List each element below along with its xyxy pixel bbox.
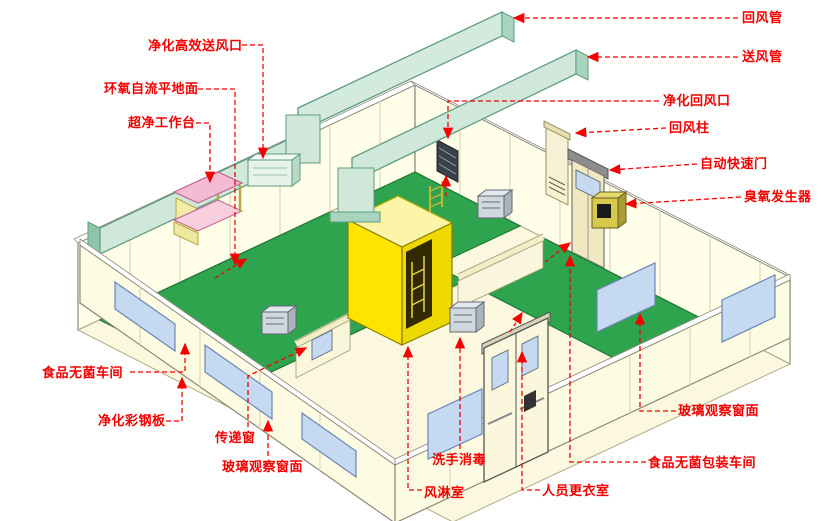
front-walls (79, 238, 791, 521)
window-shape (721, 274, 776, 343)
label-food-sterile-workshop: 食品无菌车间 (42, 365, 124, 380)
airflow-arrows (214, 174, 572, 333)
label-observation-window-left: 玻璃观察窗面 (222, 459, 304, 474)
label-automatic-rapid-door: 自动快速门 (700, 156, 768, 171)
leader-hepa-supply-outlet (242, 44, 269, 160)
leader-food-workshop (130, 342, 191, 373)
label-staff-changing-room: 人员更衣室 (542, 483, 610, 498)
leader-packaging-workshop (564, 254, 646, 463)
leader-rapid-door (608, 163, 698, 175)
label-epoxy-floor: 环氧自流平地面 (104, 81, 199, 96)
label-return-air-duct: 回风管 (742, 10, 783, 25)
window-shape (114, 280, 176, 353)
automatic-rapid-door-shape (567, 148, 609, 269)
machine-left-room (260, 305, 298, 335)
leader-air-shower (402, 345, 422, 491)
transfer-window-shape (311, 329, 333, 361)
hepa-outlet-shape (246, 153, 302, 187)
machine-middle-room (476, 189, 514, 219)
label-air-shower-room: 风淋室 (424, 485, 465, 500)
leader-changing-room (516, 350, 540, 491)
leader-steel-panel (166, 376, 188, 422)
label-return-air-column: 回风柱 (669, 120, 710, 135)
leader-observation-window-right (634, 312, 676, 412)
hand-wash-station-shape (448, 301, 486, 333)
label-steel-panel: 净化彩钢板 (98, 413, 166, 428)
window-shape (301, 411, 357, 479)
air-shower-room-shape (346, 195, 454, 346)
window-shape (427, 388, 483, 460)
return-air-grille (436, 139, 459, 183)
label-packaging-workshop: 食品无菌包装车间 (648, 455, 757, 470)
label-hand-wash-disinfection: 洗手消毒 (432, 452, 487, 467)
leader-ozone-generator (624, 196, 742, 209)
label-ultra-clean-workbench: 超净工作台 (128, 115, 196, 130)
return-air-column-shape (543, 120, 571, 206)
label-supply-air-duct: 送风管 (742, 49, 783, 64)
observation-window-right-shape (596, 262, 656, 333)
label-transfer-window: 传递窗 (215, 430, 256, 445)
double-door-shape (481, 311, 551, 484)
leader-transfer-window (247, 347, 308, 427)
ozone-generator-shape (590, 191, 628, 229)
observation-window-left-shape (204, 343, 273, 421)
leader-lines (130, 12, 742, 491)
partitions (294, 233, 545, 379)
leader-workbench (196, 122, 216, 184)
ultra-clean-workbench-shape (172, 171, 244, 246)
label-hepa-supply-outlet: 净化高效送风口 (148, 38, 243, 53)
label-ozone-generator: 臭氧发生器 (744, 189, 812, 204)
label-purified-return-air-outlet: 净化回风口 (663, 93, 731, 108)
leader-return-air-column (574, 127, 667, 138)
label-observation-window-right: 玻璃观察窗面 (678, 403, 760, 418)
leader-epoxy-floor (198, 88, 241, 266)
leader-return-air-outlet (442, 100, 659, 140)
